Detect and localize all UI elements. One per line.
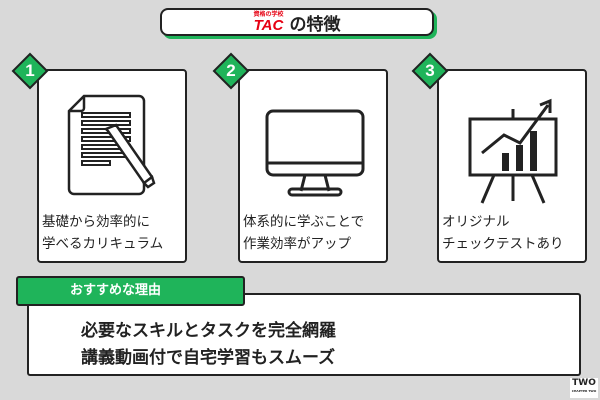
monitor-icon [265, 109, 365, 197]
reason-line: 講義動画付で自宅学習もスムーズ [81, 348, 336, 368]
feature-card-1: 基礎から効率的に学べるカリキュラム [37, 69, 187, 263]
feature-number: 2 [226, 61, 236, 80]
feature-text-line: 基礎から効率的に [42, 214, 150, 230]
presentation-chart-icon [468, 98, 558, 204]
feature-text-line: 体系的に学ぶことで [243, 214, 365, 230]
feature-number: 1 [25, 61, 35, 80]
feature-text-line: オリジナル [442, 214, 510, 230]
reasons-label: おすすめな理由 [16, 276, 245, 306]
document-pencil-icon [67, 94, 156, 196]
feature-text-line: 学べるカリキュラム [42, 236, 164, 252]
logo-brand: TAC [253, 16, 284, 34]
feature-text-line: 作業効率がアップ [243, 236, 351, 252]
reason-line: 必要なスキルとタスクを完全網羅 [81, 321, 336, 341]
feature-card-3: オリジナルチェックテストあり [437, 69, 587, 263]
feature-card-2: 体系的に学ぶことで作業効率がアップ [238, 69, 388, 263]
tac-logo: 資格の学校 TAC [253, 10, 284, 34]
feature-number: 3 [425, 61, 435, 80]
logo-subtext: CHAPTER TWO [571, 389, 597, 393]
logo-subtext: 資格の学校 [253, 10, 284, 18]
page-title: の特徴 [289, 14, 341, 35]
title-banner: 資格の学校 TAC の特徴 [160, 8, 434, 36]
logo-text: TWO [572, 378, 596, 388]
reasons-box: 必要なスキルとタスクを完全網羅 講義動画付で自宅学習もスムーズ [27, 293, 581, 376]
feature-text-line: チェックテストあり [442, 236, 564, 252]
